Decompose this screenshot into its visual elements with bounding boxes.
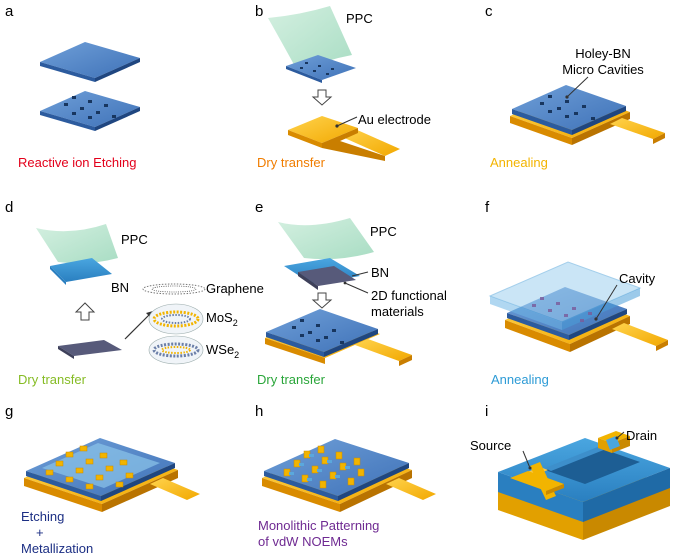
panel-letter-d: d [5,199,13,216]
label-micro-cavities: Micro Cavities [562,62,644,77]
caption-d: Dry transfer [18,372,87,387]
nems-resonator-array [283,445,365,489]
label-ppc-e: PPC [370,224,397,239]
label-graphene: Graphene [206,281,264,296]
panel-letter-f: f [485,199,490,216]
panel-a: a Reactive ion Etching [5,3,140,170]
panel-letter-i: i [485,403,488,420]
graphene-lattice-icon [142,283,206,295]
caption-e: Dry transfer [257,372,326,387]
hole-array [64,96,116,119]
panel-f: f Cavity Annealing [485,199,668,387]
bn-flake-d [50,258,112,282]
holey-bn-on-electrode [512,85,626,130]
wse2-lattice-icon [148,335,204,365]
caption-g-3: Metallization [21,541,93,556]
label-mos2: MoS2 [206,310,238,328]
label-source: Source [470,438,511,453]
label-bn-d: BN [111,280,129,295]
caption-g-2: + [36,525,44,540]
plain-bn-slab [40,42,140,78]
label-materials: materials [371,304,424,319]
panel-letter-a: a [5,3,14,20]
panel-g: g Etching + Metallization [5,403,200,556]
label-cavity: Cavity [619,271,656,286]
holey-bn-device-e [266,309,378,352]
ppc-film-d [36,224,118,264]
panel-letter-h: h [255,403,263,420]
caption-g-1: Etching [21,509,64,524]
arrow-diagonal-icon [124,313,151,340]
caption-b: Dry transfer [257,155,326,170]
suspended-beam [545,446,606,471]
panel-letter-g: g [5,403,13,420]
caption-a: Reactive ion Etching [18,155,137,170]
arrow-up-icon [74,302,96,321]
arrow-down-icon-e [311,292,333,309]
functional-flake-e [298,266,356,286]
label-ppc-d: PPC [121,232,148,247]
ppc-film-e [278,218,374,260]
2d-flake [58,340,122,356]
label-ppc-b: PPC [346,11,373,26]
panel-h: h Monolithic Patterning of vdW NOEMs [255,403,436,549]
label-2d-functional: 2D functional [371,288,447,303]
metal-pads-g [45,445,134,490]
mos2-lattice-icon [148,303,204,335]
panel-c: c Holey-BN Micro Cavities Annealing [485,3,665,170]
source-electrode [510,462,564,500]
ppc-film [268,6,352,72]
panel-letter-b: b [255,3,263,20]
label-bn-e: BN [371,265,389,280]
panel-e: e PPC BN 2D functional materials Dry tra… [255,199,447,387]
label-au-electrode: Au electrode [358,112,431,127]
holey-bn-on-ppc [286,55,356,80]
caption-h-1: Monolithic Patterning [258,518,379,533]
au-electrode [288,116,358,143]
label-wse2: WSe2 [206,342,239,360]
panel-d: d PPC BN Graphene MoS2 [5,199,264,387]
panel-b: b PPC Au electrode Dry transfer [255,3,431,170]
caption-h-2: of vdW NOEMs [258,534,348,549]
label-drain: Drain [626,428,657,443]
panel-i: i Source Drain [470,403,670,540]
caption-c: Annealing [490,155,548,170]
cavity-array [532,297,592,322]
panel-letter-e: e [255,199,263,216]
caption-f: Annealing [491,372,549,387]
holey-bn-slab [40,91,140,127]
panel-letter-c: c [485,3,493,20]
arrow-down-icon [311,89,333,106]
label-holey-bn: Holey-BN [575,46,631,61]
